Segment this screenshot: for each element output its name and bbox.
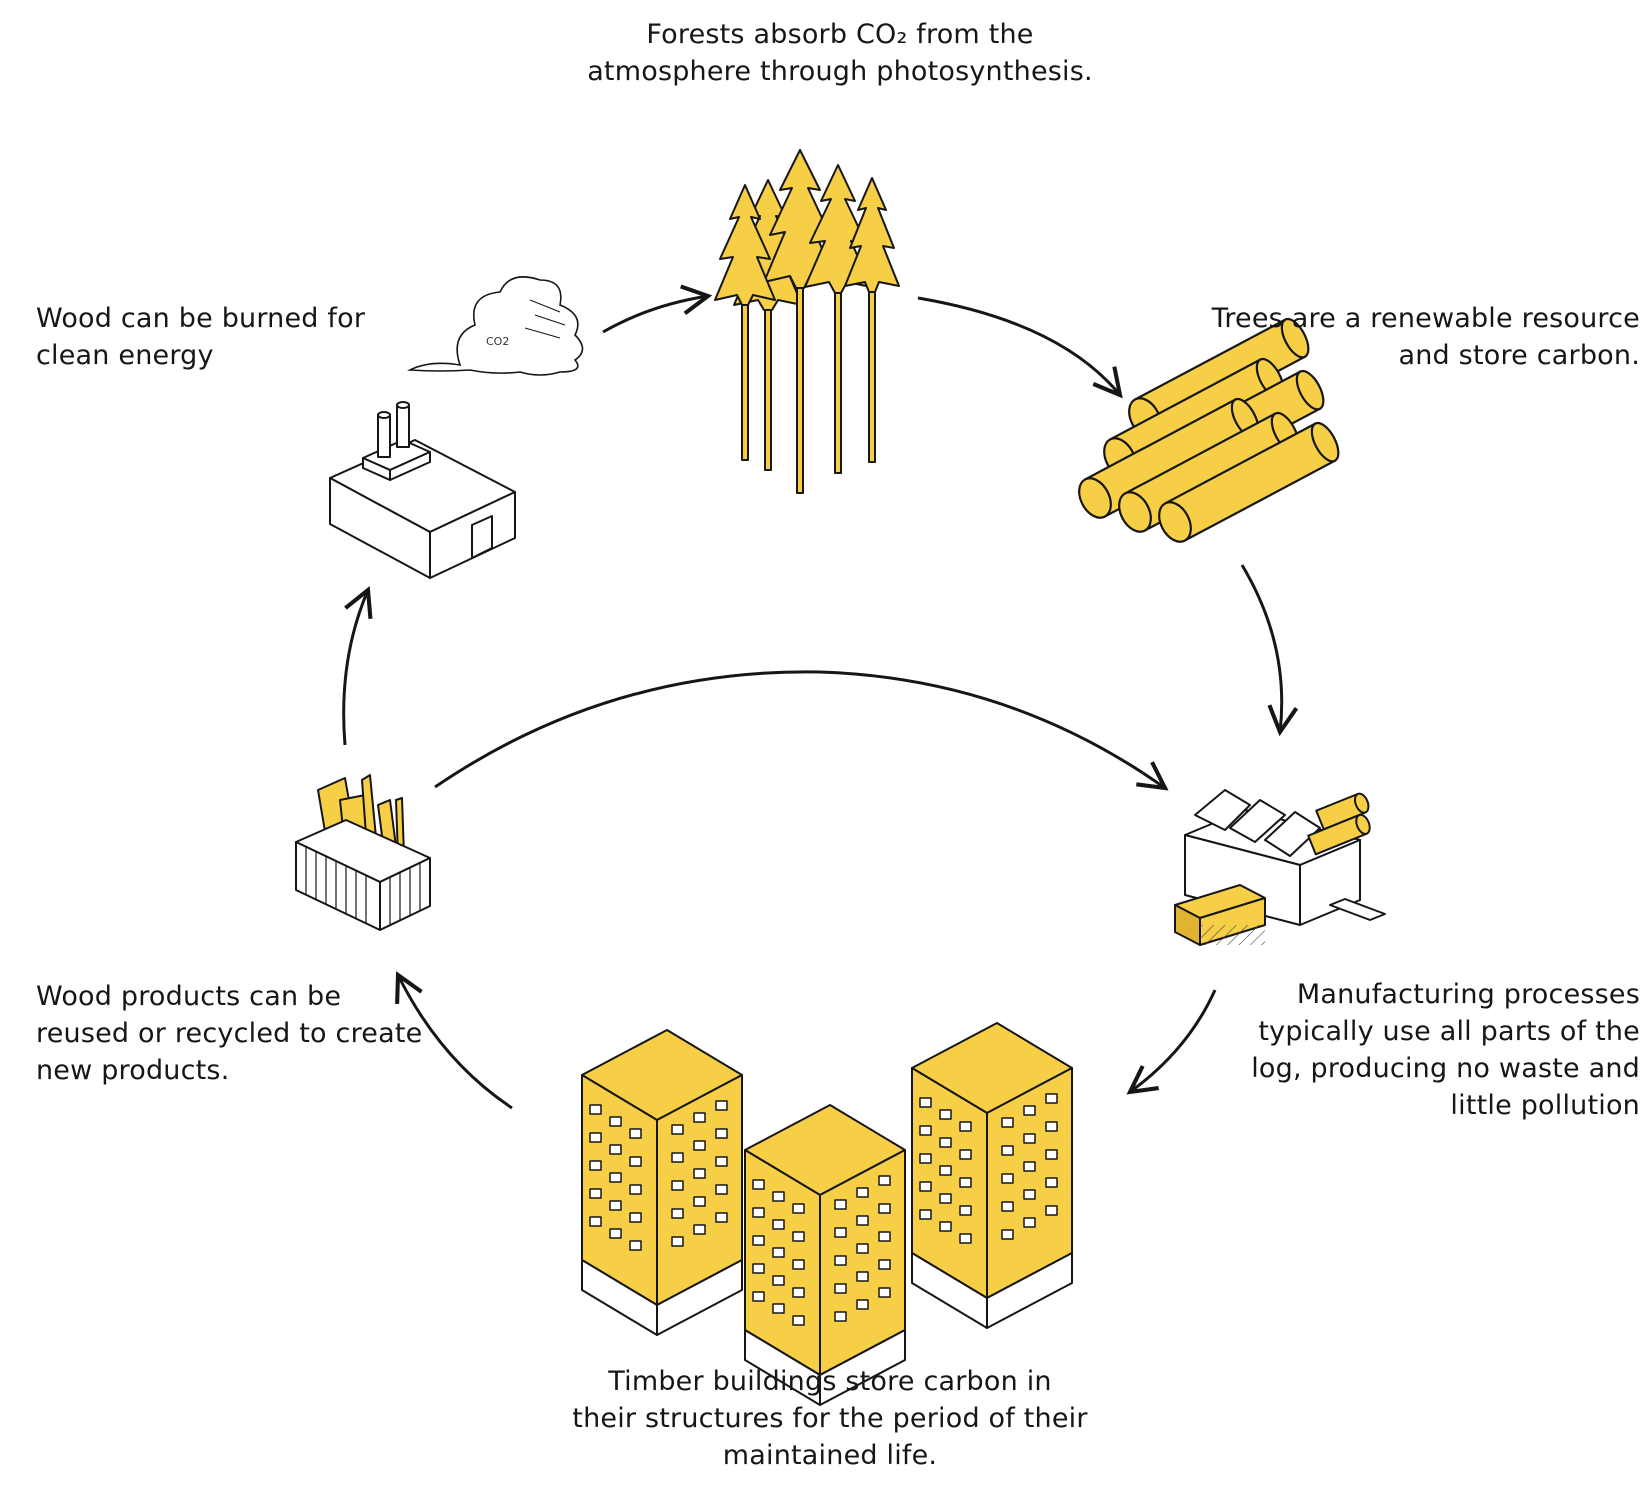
label-burned: Wood can be burned for clean energy [36,303,366,371]
co2-cloud-icon: CO2 [407,276,584,376]
cloud-co2-label: CO2 [486,335,509,348]
arrow-plant-to-forest [602,284,713,334]
label-forests: Forests absorb CO₂ from the atmosphere t… [587,19,1093,87]
cycle-arrows [342,284,1299,1110]
label-buildings: Timber buildings store carbon in their s… [572,1366,1088,1471]
sawmill-icon [1174,789,1386,946]
label-trees: Trees are a renewable resource and store… [1211,303,1640,371]
arrow-sawmill-to-buildings [1126,989,1217,1095]
arrow-bin-to-plant [342,586,373,746]
recycling-bin-icon [295,774,431,931]
arrow-logs-to-sawmill [1240,564,1299,737]
arrow-bin-to-sawmill [434,670,1169,791]
arrow-forest-to-logs [917,296,1123,399]
timber-buildings-icon [581,1022,1073,1406]
arrow-buildings-to-bin [395,971,513,1110]
power-plant-icon [329,401,516,579]
logs-icon [1078,317,1340,543]
label-manufacturing: Manufacturing processes typically use al… [1251,979,1640,1121]
forest-icon [714,149,900,494]
label-products: Wood products can be reused or recycled … [36,981,423,1086]
